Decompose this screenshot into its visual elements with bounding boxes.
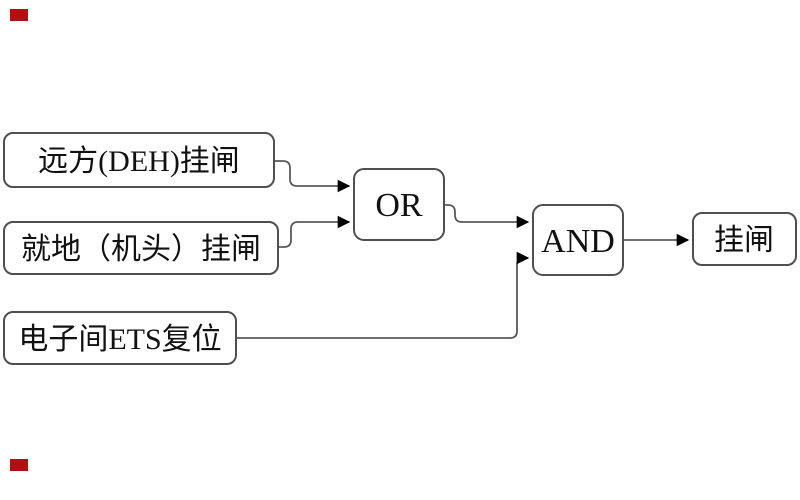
edge-or-to-and xyxy=(444,204,530,229)
node-input-ets-box xyxy=(3,311,237,365)
node-output: 挂闸 xyxy=(692,212,797,266)
edge-local-to-or xyxy=(278,215,351,248)
node-input-remote: 远方(DEH)挂闸 xyxy=(3,132,275,188)
red-corner-marker-bottom-left xyxy=(10,459,28,471)
node-gate-or-label: OR xyxy=(375,187,423,224)
node-input-remote-label: 远方(DEH)挂闸 xyxy=(38,145,240,178)
node-input-local: 就地（机头）挂闸 xyxy=(3,221,279,275)
node-input-remote-box xyxy=(3,132,275,188)
edge-ets-to-and xyxy=(236,251,530,339)
node-output-box xyxy=(692,212,797,266)
node-input-local-label: 就地（机头）挂闸 xyxy=(21,233,261,266)
node-gate-or: OR xyxy=(353,168,445,241)
node-input-ets-label: 电子间ETS复位 xyxy=(18,323,221,356)
node-output-label: 挂闸 xyxy=(714,224,774,257)
node-input-local-box xyxy=(3,221,279,275)
node-gate-or-box xyxy=(353,168,445,241)
node-gate-and: AND xyxy=(532,204,624,276)
node-gate-and-box xyxy=(532,204,624,276)
edge-remote-to-or xyxy=(274,160,351,193)
red-corner-marker-top-left xyxy=(10,9,28,21)
node-gate-and-label: AND xyxy=(541,223,615,260)
node-input-ets: 电子间ETS复位 xyxy=(3,311,237,365)
